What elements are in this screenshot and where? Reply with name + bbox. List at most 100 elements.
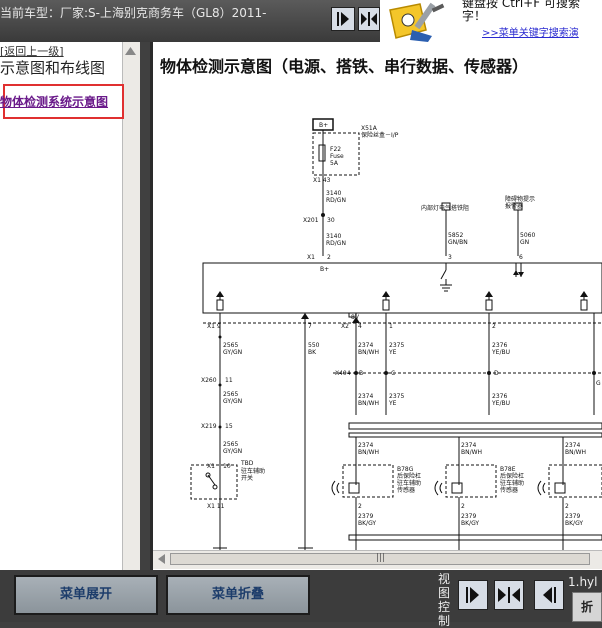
diag-label: 传感器	[500, 486, 518, 494]
diag-label: F22	[330, 146, 341, 153]
diag-label: YE/BU	[491, 400, 510, 407]
diag-label: X2	[341, 323, 349, 330]
next-page-button[interactable]	[331, 7, 355, 31]
sidebar	[0, 42, 139, 570]
diag-label: 3140	[326, 190, 341, 197]
diag-label: X1	[207, 463, 215, 470]
diag-label: GN	[520, 239, 529, 246]
diag-label: B	[359, 370, 363, 377]
diag-label: 2374	[358, 393, 373, 400]
back-link[interactable]: [返回上一级]	[0, 45, 64, 58]
diag-label: 内部灯电气搭铁阻	[421, 204, 469, 212]
diag-label: Fuse	[330, 153, 344, 160]
vehicle-label: 当前车型：厂家:S-上海别克商务车（GL8）2011-	[0, 6, 267, 20]
diag-label: 驻车辅助	[241, 467, 265, 475]
diag-label: 3	[448, 254, 452, 261]
wiring-diagram: B+ X51A 保险丝盒－I/P F22 Fuse 5A X1 43 3140 …	[190, 118, 602, 550]
keyword-search-demo-link[interactable]: >>菜单关键字搜索演	[482, 28, 579, 39]
diag-label: BN/WH	[565, 449, 586, 456]
diag-label: 550	[308, 342, 320, 349]
diag-label: 2379	[461, 513, 476, 520]
diag-label: X219	[201, 423, 217, 430]
diag-label: 报警器	[505, 202, 523, 210]
diag-label: YE/BU	[491, 349, 510, 356]
page-heading: 物体检测示意图（电源、搭铁、串行数据、传感器）	[160, 57, 529, 76]
diag-label: RD/GN	[326, 197, 346, 204]
diag-label: 5852	[448, 232, 463, 239]
view-fit-button[interactable]	[494, 580, 524, 610]
arrows-inward-icon	[361, 12, 377, 26]
diag-label: 保险丝盒－I/P	[361, 131, 399, 139]
diag-label: 6	[519, 254, 523, 261]
diag-label: X1 11	[207, 503, 225, 510]
scrollbar-thumb[interactable]	[170, 553, 590, 565]
diag-label: YE	[388, 400, 397, 407]
view-next-button[interactable]	[458, 580, 488, 610]
diag-label: 1	[389, 323, 393, 330]
diag-label: YE	[388, 349, 397, 356]
diag-label: 2	[461, 503, 465, 510]
sidebar-item-object-detection[interactable]: 物体检测系统示意图	[0, 95, 109, 109]
hint-text-line1: 键盘按 Ctrl+F 可搜索	[462, 0, 580, 10]
diag-label: GY/GN	[223, 349, 242, 356]
diag-label: B78E	[500, 466, 516, 473]
diag-label: 4	[358, 323, 362, 330]
diag-label: 障碍物提示	[505, 195, 535, 203]
diag-label: 开关	[241, 474, 253, 482]
diag-label: 后保险杠	[397, 472, 421, 480]
scroll-up-icon[interactable]	[124, 44, 137, 58]
selected-item-highlight	[3, 84, 124, 119]
sidebar-scrollbar[interactable]	[122, 42, 140, 570]
diag-label: 5A	[330, 160, 339, 167]
diag-label: 2376	[492, 393, 507, 400]
diag-label: 8V	[351, 314, 360, 321]
diag-label: BK	[308, 349, 317, 356]
menu-collapse-button[interactable]: 菜单折叠	[166, 575, 310, 615]
main-content	[150, 42, 602, 570]
diag-label: BN/WH	[358, 400, 379, 407]
view-prev-button[interactable]	[534, 580, 564, 610]
diag-label: 2374	[565, 442, 580, 449]
scroll-left-icon[interactable]	[155, 553, 167, 565]
diag-label: X260	[201, 377, 217, 384]
arrow-right-icon	[466, 587, 479, 603]
fit-page-button[interactable]	[358, 7, 380, 31]
diag-label: 7	[308, 323, 312, 330]
diag-label: GN/BN	[448, 239, 468, 246]
diag-label: X51A	[361, 125, 378, 132]
diag-label: 2	[327, 254, 331, 261]
diag-label: 5060	[520, 232, 535, 239]
diag-label: 2374	[358, 342, 373, 349]
diag-label: 2376	[492, 342, 507, 349]
diag-label: 10	[223, 463, 231, 470]
arrow-left-icon	[543, 587, 556, 603]
diag-label: X1 43	[313, 177, 331, 184]
diag-label: 传感器	[397, 486, 415, 494]
diag-label: B+	[320, 266, 329, 273]
mascot-tools-icon	[389, 2, 445, 42]
file-name: 1.hyl	[568, 575, 598, 589]
hint-text-line2: 字！	[462, 9, 487, 23]
diag-label: 2379	[358, 513, 373, 520]
diag-label: X404	[335, 370, 351, 377]
diag-label: D	[494, 370, 499, 377]
diag-label: BN/WH	[358, 349, 379, 356]
menu-expand-button[interactable]: 菜单展开	[14, 575, 158, 615]
diag-label: 2565	[223, 441, 238, 448]
diag-label: X201	[303, 217, 319, 224]
diag-label: G	[596, 380, 601, 387]
diag-label: 2374	[461, 442, 476, 449]
section-title: 示意图和布线图	[0, 59, 106, 77]
diag-label: 2379	[565, 513, 580, 520]
diag-label: 30	[327, 217, 335, 224]
diag-label: 2565	[223, 391, 238, 398]
diag-label: C	[391, 370, 395, 377]
diag-label: 11	[225, 377, 233, 384]
diag-label: RD/GN	[326, 240, 346, 247]
diag-label: 3140	[326, 233, 341, 240]
diag-label: BK/GY	[358, 520, 376, 527]
view-control-label: 视图控制	[438, 572, 451, 628]
print-button[interactable]: 折	[572, 592, 602, 622]
diag-label: 2	[492, 323, 496, 330]
diag-label: 2565	[223, 342, 238, 349]
